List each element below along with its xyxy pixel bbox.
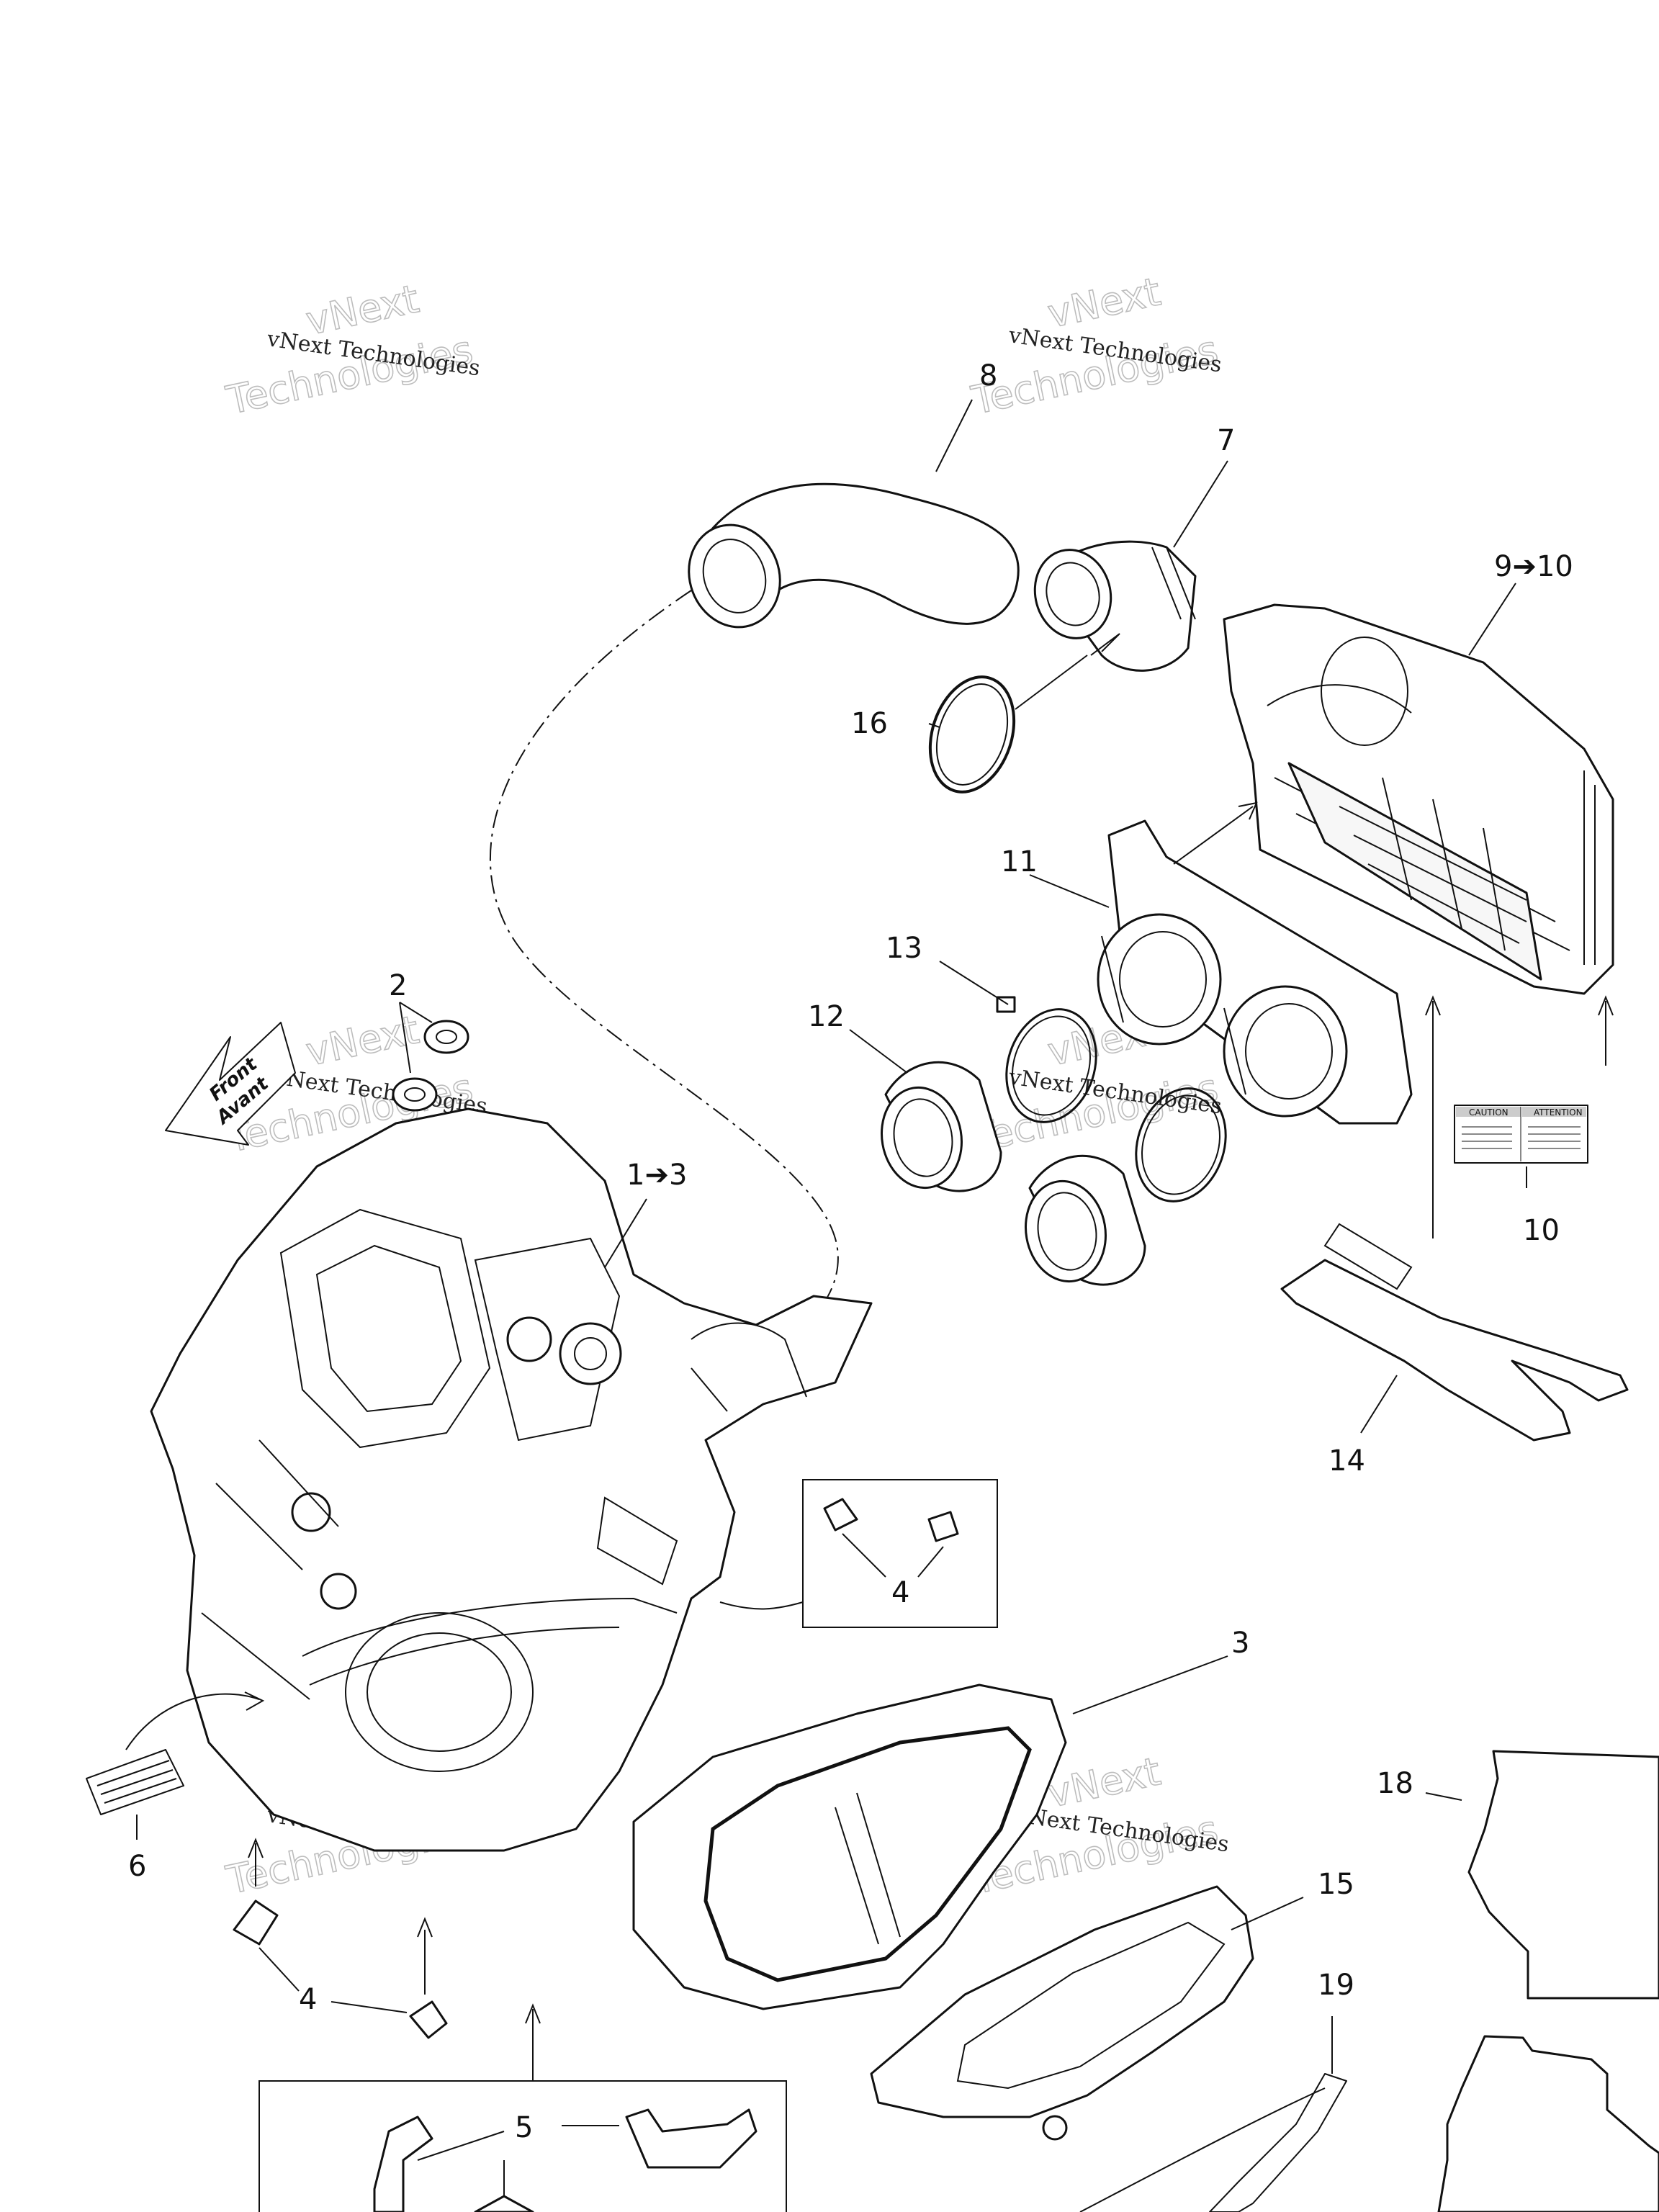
seal-strip [1079, 2073, 1347, 2212]
silencer-base [1097, 819, 1413, 1125]
watermark-top-right: vNext Technologies vNext Technologies [967, 268, 1223, 423]
callout-7: 7 [1217, 424, 1235, 457]
callout-16: 16 [851, 707, 888, 740]
filter-frame [632, 1683, 1067, 2010]
callout-12: 12 [808, 1000, 845, 1033]
callout-3: 3 [1231, 1627, 1249, 1660]
callout-15: 15 [1318, 1868, 1354, 1901]
gasket-sheet-top [1467, 1750, 1659, 2000]
callout-19: 19 [1318, 1969, 1354, 2002]
callout-18: 18 [1377, 1767, 1413, 1800]
callout-9-10: 9➔10 [1494, 550, 1573, 583]
callout-10: 10 [1523, 1214, 1560, 1247]
callout-13: 13 [886, 932, 922, 965]
callout-labels: 8 7 9➔10 16 11 13 12 2 1➔3 10 14 4 3 18 … [128, 359, 1573, 2144]
o-ring [928, 655, 1088, 793]
svg-text:vNext: vNext [1044, 1748, 1164, 1816]
callout-5: 5 [515, 2111, 533, 2144]
callout-1-3: 1➔3 [626, 1159, 687, 1192]
inset-box-clips-upper [719, 1479, 998, 1628]
callout-2: 2 [389, 969, 407, 1002]
callout-4-lower: 4 [299, 1983, 317, 2016]
callout-leaders [125, 399, 1614, 2074]
gasket-sheet-bottom [1437, 2035, 1659, 2212]
adaptor [1033, 540, 1197, 672]
grommets [392, 1020, 469, 1112]
callout-4-upper: 4 [891, 1576, 909, 1609]
decal-attention-text: ATTENTION [1534, 1107, 1583, 1118]
housing-label [86, 1749, 184, 1815]
intake-hose [688, 482, 1020, 629]
main-housing [150, 1107, 873, 1852]
callout-8: 8 [979, 359, 997, 392]
callout-11: 11 [1001, 845, 1038, 878]
air-filter [870, 1885, 1254, 2141]
svg-text:vNext: vNext [302, 1007, 423, 1074]
silencer-top [1223, 603, 1614, 995]
inset-box-brackets-lower [258, 2003, 787, 2212]
decal-caution-text: CAUTION [1469, 1107, 1509, 1118]
routing-dashed-line [489, 590, 839, 1354]
sleeves [880, 1061, 1146, 1286]
warning-decal: CAUTION ATTENTION [1454, 1105, 1588, 1164]
callout-6: 6 [128, 1850, 146, 1883]
clips-lower [233, 1838, 448, 2039]
clamps [996, 996, 1227, 1202]
svg-text:vNext: vNext [1044, 269, 1164, 336]
callout-14: 14 [1328, 1444, 1365, 1478]
watermark-top-left: vNext Technologies vNext Technologies [222, 275, 482, 423]
foam-pad [1280, 1223, 1629, 1442]
